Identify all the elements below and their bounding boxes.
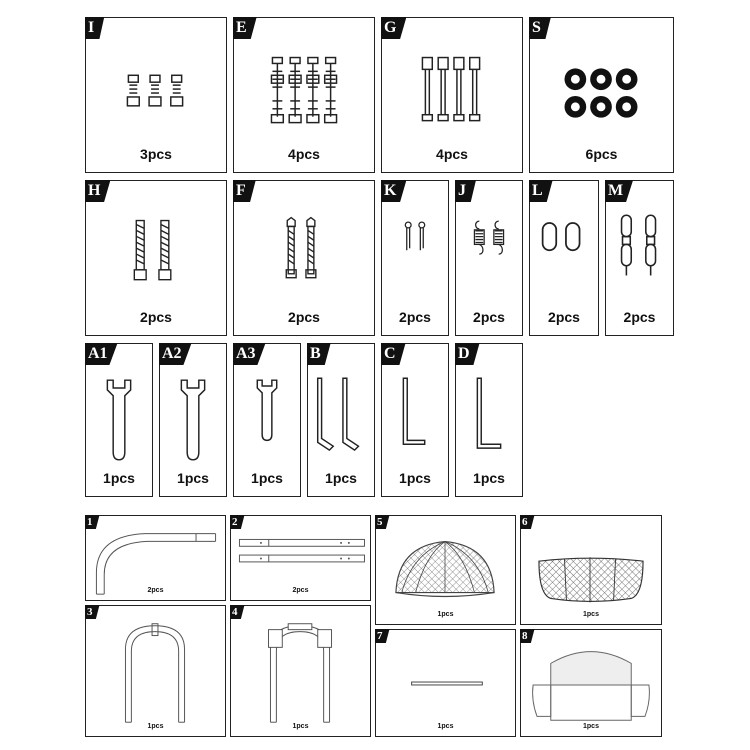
curved-tube-icon [95, 533, 217, 595]
part-quantity: 1pcs [177, 470, 209, 486]
hex-key-icon [316, 377, 360, 452]
part-quantity: 1pcs [473, 470, 505, 486]
component-quantity: 1pcs [292, 723, 309, 730]
component-label: 4 [230, 605, 245, 619]
part-label: A1 [85, 343, 118, 365]
fabric-cover-icon [532, 651, 650, 721]
part-quantity: 4pcs [436, 146, 468, 162]
hex-key-icon [476, 377, 502, 449]
hex-key-icon [402, 377, 426, 445]
rod-icon [411, 681, 483, 686]
component-card-5: 5 1pcs [375, 515, 516, 625]
component-label: 6 [520, 515, 535, 529]
component-label: 1 [85, 515, 100, 529]
carabiner-icon [541, 222, 581, 252]
part-label: M [605, 180, 634, 202]
part-quantity: 4pcs [288, 146, 320, 162]
part-card-L: L 2pcs [529, 180, 599, 336]
component-quantity: 1pcs [583, 611, 599, 618]
component-quantity: 2pcs [292, 587, 309, 594]
part-label: D [455, 343, 480, 365]
bolt-nut-icon [126, 74, 184, 107]
part-quantity: 1pcs [251, 470, 283, 486]
part-label: J [455, 180, 476, 202]
pin-icon [421, 56, 481, 122]
component-card-2: 2 2pcs [230, 515, 371, 601]
part-label: I [85, 17, 105, 39]
part-label: F [233, 180, 256, 202]
small-wrench-icon [256, 379, 278, 442]
canopy-icon [395, 540, 495, 598]
component-card-1: 1 2pcs [85, 515, 226, 601]
component-quantity: 1pcs [147, 723, 164, 730]
component-quantity: 1pcs [437, 611, 454, 618]
wrench-icon [106, 379, 132, 461]
part-quantity: 1pcs [399, 470, 431, 486]
part-card-E: E 4pcs [233, 17, 375, 173]
part-quantity: 2pcs [399, 309, 431, 325]
wrench-icon [180, 379, 206, 461]
part-card-J: J 2pcs [455, 180, 523, 336]
part-card-H: H 2pcs [85, 180, 227, 336]
component-label: 7 [375, 629, 390, 643]
part-card-A3: A3 1pcs [233, 343, 301, 497]
component-card-7: 7 1pcs [375, 629, 516, 737]
part-card-G: G 4pcs [381, 17, 523, 173]
part-card-B: B 1pcs [307, 343, 375, 497]
part-label: L [529, 180, 553, 202]
arch-frame-icon [124, 623, 186, 723]
component-quantity: 2pcs [147, 587, 164, 594]
part-label: K [381, 180, 407, 202]
part-quantity: 2pcs [288, 309, 320, 325]
component-card-3: 3 1pcs [85, 605, 226, 737]
long-bolt-icon [270, 56, 338, 124]
component-card-4: 4 1pcs [230, 605, 371, 737]
part-quantity: 2pcs [623, 309, 656, 325]
part-quantity: 1pcs [325, 470, 357, 486]
part-label: C [381, 343, 406, 365]
net-basket-icon [538, 557, 644, 603]
arch-frame-icon [268, 623, 333, 723]
straight-tube-icon [238, 538, 365, 563]
part-label: A3 [233, 343, 266, 365]
part-card-D: D 1pcs [455, 343, 523, 497]
component-quantity: 1pcs [583, 723, 599, 730]
threaded-bolt-icon [133, 219, 172, 281]
chain-icon [620, 214, 657, 276]
component-card-8: 8 1pcs [520, 629, 662, 737]
part-quantity: 2pcs [140, 309, 172, 325]
part-card-A1: A1 1pcs [85, 343, 153, 497]
washer-icon [564, 68, 638, 118]
component-label: 8 [520, 629, 535, 643]
component-label: 2 [230, 515, 245, 529]
part-card-M: M 2pcs [605, 180, 674, 336]
part-label: S [529, 17, 551, 39]
part-card-K: K 2pcs [381, 180, 449, 336]
part-card-I: I 3pcs [85, 17, 227, 173]
part-quantity: 1pcs [103, 470, 135, 486]
part-card-A2: A2 1pcs [159, 343, 227, 497]
part-label: E [233, 17, 257, 39]
part-quantity: 2pcs [473, 309, 505, 325]
part-label: H [85, 180, 111, 202]
spring-hook-icon [473, 220, 505, 255]
part-quantity: 3pcs [140, 146, 172, 162]
component-quantity: 1pcs [437, 723, 454, 730]
part-label: B [307, 343, 331, 365]
part-quantity: 6pcs [585, 146, 618, 162]
component-label: 5 [375, 515, 390, 529]
part-card-S: S 6pcs [529, 17, 674, 173]
eye-bolt-icon [285, 216, 317, 279]
cotter-pin-icon [404, 221, 426, 251]
part-card-F: F 2pcs [233, 180, 375, 336]
part-quantity: 2pcs [548, 309, 580, 325]
part-card-C: C 1pcs [381, 343, 449, 497]
part-label: G [381, 17, 407, 39]
component-label: 3 [85, 605, 100, 619]
part-label: A2 [159, 343, 192, 365]
component-card-6: 6 1pcs [520, 515, 662, 625]
